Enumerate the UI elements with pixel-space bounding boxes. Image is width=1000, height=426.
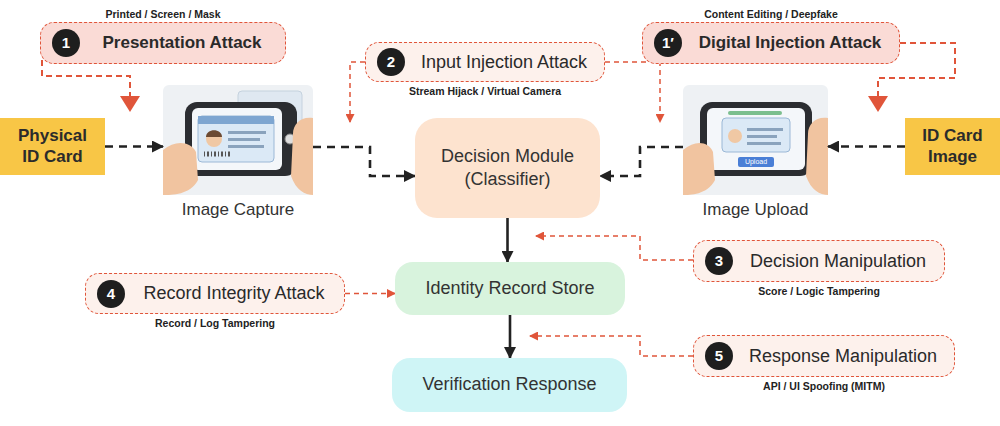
attack-subtitle: API / UI Spoofing (MITM) (654, 380, 994, 392)
attack-title: Input Injection Attack (410, 43, 598, 81)
id-card-graphic (722, 118, 790, 152)
phone-screen (707, 108, 805, 170)
flow-connector (506, 218, 509, 262)
callout-number: 5 (705, 342, 733, 370)
image-step: Image Capture (163, 85, 313, 195)
right-hand (806, 118, 828, 195)
step-caption: Image Capture (133, 200, 343, 220)
flow-connector (345, 293, 395, 295)
upload-status-bar (728, 111, 782, 115)
card-line (747, 142, 781, 145)
card-line (747, 135, 777, 138)
box-text: Physical ID Card (12, 126, 93, 167)
barcode (204, 152, 230, 157)
attack-box: 3Decision ManipulationScore / Logic Tamp… (693, 240, 945, 282)
left-hand (163, 143, 198, 195)
callout-number: 3 (705, 247, 733, 275)
callout-number: 2 (377, 48, 405, 76)
attack-leader (350, 62, 365, 122)
flow-connector (313, 147, 415, 176)
flow-connector (509, 315, 512, 358)
attack-box: 1′Digital Injection AttackContent Editin… (642, 22, 900, 64)
attack-leader (605, 62, 660, 122)
attack-subtitle: Record / Log Tampering (46, 317, 384, 329)
flow-connector (828, 145, 905, 148)
phone-body (700, 102, 812, 176)
attack-title: Decision Manipulation (738, 241, 938, 281)
attack-box: 4Record Integrity AttackRecord / Log Tam… (85, 273, 345, 314)
attack-title: Response Manipulation (738, 336, 948, 376)
source-box: Physical ID Card (0, 118, 105, 175)
right-hand (291, 118, 313, 195)
photo-background (683, 85, 828, 195)
phone-body (185, 102, 297, 176)
box-text: ID Card Image (917, 126, 988, 167)
attack-leader (530, 336, 693, 356)
upload-photo (683, 85, 828, 195)
attack-title: Record Integrity Attack (130, 274, 338, 313)
attack-title: Digital Injection Attack (687, 23, 893, 63)
card-header (198, 116, 274, 124)
attack-subtitle: Score / Logic Tampering (654, 285, 984, 297)
callout-number: 1′ (654, 29, 682, 57)
attack-arrow-head (868, 96, 888, 112)
card-line (228, 131, 266, 134)
box-text: Identity Record Store (425, 277, 594, 300)
callout-number: 4 (97, 280, 125, 308)
process-box: Decision Module (Classifier) (415, 118, 600, 218)
attack-box: 1Presentation AttackPrinted / Screen / M… (40, 22, 286, 64)
box-text: Verification Response (422, 373, 596, 396)
capture-photo (163, 85, 313, 195)
phone-screen (192, 108, 282, 170)
process-box: Verification Response (392, 358, 627, 412)
attack-leader (536, 236, 693, 260)
left-hand (683, 143, 715, 195)
attack-subtitle: Content Editing / Deepfake (603, 8, 939, 20)
step-caption: Image Upload (653, 200, 858, 220)
button-label: Upload (738, 157, 774, 167)
avatar-face (728, 129, 742, 143)
source-box: ID Card Image (905, 118, 1000, 175)
attack-box: 5Response ManipulationAPI / UI Spoofing … (693, 335, 955, 377)
callout-number: 1 (52, 29, 80, 57)
card-line (228, 138, 260, 141)
avatar-face (206, 131, 222, 147)
avatar-hair (206, 130, 222, 137)
attack-subtitle: Printed / Screen / Mask (1, 8, 325, 20)
flow-connector (105, 145, 163, 148)
attack-subtitle: Stream Hijack / Virtual Camera (326, 85, 644, 97)
flow-connector (600, 147, 683, 176)
attack-arrow-head (120, 96, 140, 112)
photo-background (163, 85, 313, 195)
process-box: Identity Record Store (395, 262, 625, 315)
box-text: Decision Module (Classifier) (437, 145, 578, 192)
image-step: Image Upload (683, 85, 828, 195)
card-line (747, 128, 783, 131)
attack-title: Presentation Attack (85, 23, 279, 63)
id-card-graphic (198, 116, 274, 162)
attack-box: 2Input Injection AttackStream Hijack / V… (365, 42, 605, 82)
card-line (228, 145, 264, 148)
